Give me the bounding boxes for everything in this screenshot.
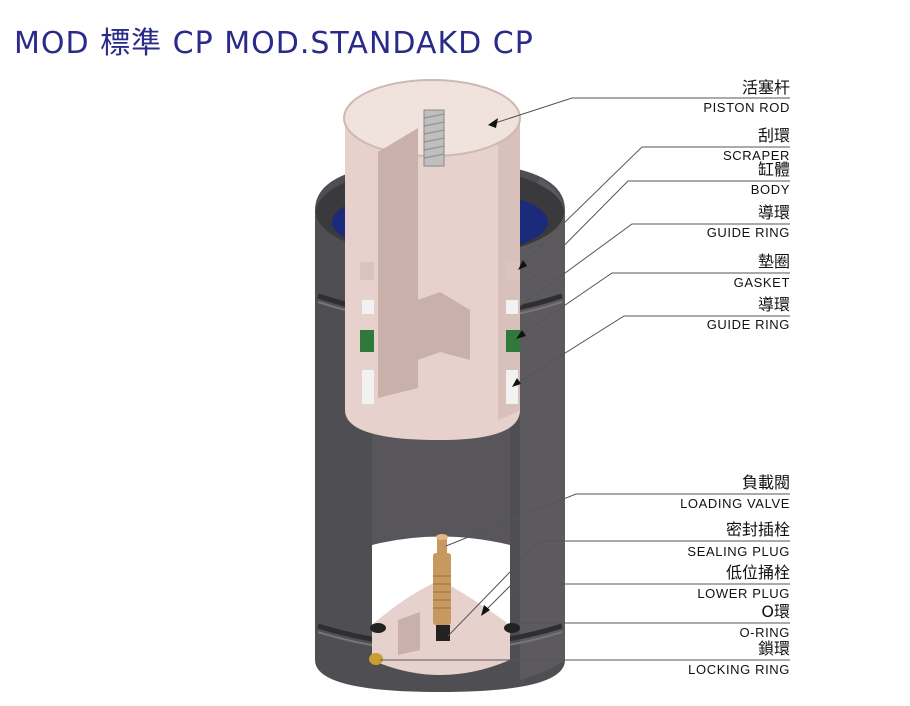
guide-ring-right-1 [506,262,520,280]
loading-valve-stem [437,535,447,553]
label-guide-ring-1-zh: 導環 [757,203,790,222]
label-loading-valve-zh: 負載閥 [741,473,790,492]
scraper-right-white [506,300,518,314]
label-locking-ring-en: LOCKING RING [688,662,790,677]
locking-ring [369,653,383,665]
o-ring-right [504,623,520,633]
sealing-plug-grooves [433,575,451,609]
label-sealing-plug-zh: 密封插栓 [725,520,790,539]
arrowhead-piston-rod [488,118,498,128]
piston-rod-cutaway [378,128,470,398]
loading-valve-top [436,534,448,540]
label-body-en: BODY [750,182,790,197]
label-lower-plug-zh: 低位捅栓 [725,563,790,582]
label-piston-rod-zh: 活塞杆 [741,78,790,97]
label-guide-ring-2-en: GUIDE RING [706,317,790,332]
gasket-right [506,330,520,352]
arrowhead-gasket [516,330,526,339]
leader-body [525,180,790,285]
leader-sealing-plug [447,540,790,637]
sealing-plug-base [436,625,450,641]
thread-lines [423,113,445,159]
label-scraper-zh: 刮環 [757,126,790,145]
arrowhead-guide-ring-2 [512,378,521,387]
leader-lines [380,97,790,661]
label-guide-ring-1-en: GUIDE RING [706,225,790,240]
leader-piston-rod [491,97,790,125]
guide-ring-left-1 [360,262,374,280]
body-right-facet [520,178,565,680]
scraper-left-white [362,300,374,314]
label-lower-plug-en: LOWER PLUG [697,586,790,601]
o-ring-left [370,623,386,633]
label-o-ring-zh: O環 [761,602,790,621]
sealing-plug-body [433,553,451,625]
label-piston-rod-en: PISTON ROD [703,100,790,115]
label-o-ring-en: O-RING [739,625,790,640]
label-scraper-en: SCRAPER [722,148,790,163]
label-guide-ring-2-zh: 導環 [757,295,790,314]
label-locking-ring-zh: 鎖環 [757,639,790,658]
leader-scraper [519,146,790,267]
lower-plug-slot [398,612,420,655]
arrowhead-scraper [518,260,527,270]
label-body-zh: 缸體 [757,160,790,179]
leader-gasket [519,272,790,337]
arrowhead-lower-plug [481,605,490,616]
leader-guide-ring-1 [519,223,790,307]
label-loading-valve-en: LOADING VALVE [680,496,790,511]
guide-ring-left-2 [362,370,374,404]
leader-guide-ring-2 [515,315,790,385]
leader-arrowheads [481,118,527,616]
gasket-left [360,330,374,352]
label-gasket-zh: 墊圈 [757,252,790,271]
leader-loading-valve [445,493,790,547]
leader-lower-plug [483,583,790,613]
label-gasket-en: GASKET [733,275,790,290]
label-sealing-plug-en: SEALING PLUG [687,544,790,559]
page-title: MOD 標準 CP MOD.STANDAKD CP [14,26,534,61]
